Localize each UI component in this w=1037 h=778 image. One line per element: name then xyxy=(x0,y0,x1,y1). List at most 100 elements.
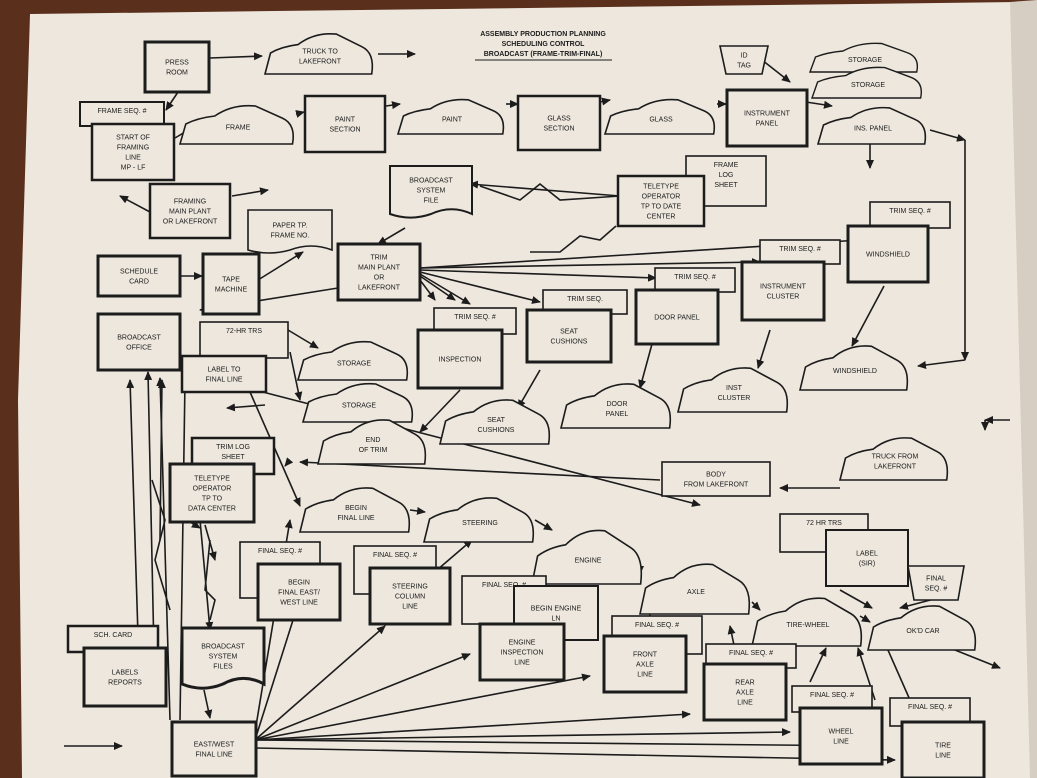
box-outline xyxy=(740,260,826,322)
flow-arrow xyxy=(419,389,461,433)
node-windshield-car: WINDSHIELD xyxy=(798,345,909,391)
node-label: BEGIN xyxy=(345,505,367,512)
flow-arrow xyxy=(419,273,471,305)
node-label: END xyxy=(366,437,381,444)
node-label: LINE xyxy=(637,672,653,679)
node-label: TP TO xyxy=(202,496,223,503)
node-label: GLASS xyxy=(649,116,673,123)
node-label: OR xyxy=(374,275,385,282)
node-label-sir: LABEL(SIR) xyxy=(825,529,909,587)
node-teletype-bottom: TELETYPE OPERATOR TP TO DATA CENTER xyxy=(168,462,256,524)
car-outline xyxy=(422,497,535,543)
transmission-line xyxy=(151,479,171,611)
node-label: DATA CENTER xyxy=(188,506,236,513)
node-label: TRIM LOG xyxy=(216,444,250,451)
node-label: MAIN PLANT xyxy=(358,265,401,272)
node-label: TRIM xyxy=(370,255,387,262)
flow-arrow xyxy=(254,673,591,741)
node-label: CUSHIONS xyxy=(478,427,515,434)
flow-arrow xyxy=(209,52,263,61)
node-label: STORAGE xyxy=(342,403,376,410)
doc-outline xyxy=(180,626,266,690)
flow-arrow xyxy=(119,195,151,213)
flow-arrow xyxy=(419,275,456,301)
car-outline xyxy=(808,42,919,73)
transmission-line xyxy=(530,225,617,253)
node-label: LAKEFRONT xyxy=(358,285,401,292)
box-outline xyxy=(869,201,951,229)
flow-arrow xyxy=(851,285,885,347)
flow-arrow xyxy=(469,180,621,197)
title-line-2: SCHEDULING CONTROL xyxy=(502,41,586,48)
node-engine-car: ENGINE xyxy=(531,529,643,585)
node-label: LINE xyxy=(125,155,141,162)
node-label: BEGIN xyxy=(288,580,310,587)
node-label: TAPE xyxy=(222,277,240,284)
node-label: REAR xyxy=(735,680,754,687)
flow-arrow xyxy=(254,739,881,750)
node-label: STORAGE xyxy=(337,361,371,368)
flow-arrow xyxy=(409,506,426,515)
flow-arrow xyxy=(385,101,401,110)
node-label: LAKEFRONT xyxy=(299,59,342,66)
node-label: TRIM SEQ. # xyxy=(674,274,716,281)
node-label: FINAL LINE xyxy=(195,752,232,759)
car-outline xyxy=(316,419,427,465)
node-label: STEERING xyxy=(392,584,428,591)
box-outline xyxy=(303,94,387,154)
box-outline xyxy=(336,242,422,302)
node-label: PAINT xyxy=(442,116,463,123)
node-label: WINDSHIELD xyxy=(833,368,877,375)
node-label: ID xyxy=(741,53,748,60)
node-label: FINAL EAST/ xyxy=(278,590,320,597)
flow-arrow xyxy=(254,728,791,741)
box-outline xyxy=(602,634,688,694)
node-label: 72-HR TRS xyxy=(226,328,262,335)
node-door-panel-box: DOOR PANEL xyxy=(634,288,720,346)
flow-arrow xyxy=(377,227,406,245)
transmission-line xyxy=(204,539,216,621)
node-label: MAIN PLANT xyxy=(169,209,212,216)
node-label: CARD xyxy=(129,279,149,286)
node-label: PANEL xyxy=(606,411,629,418)
node-label: OPERATOR xyxy=(193,486,232,493)
box-outline xyxy=(168,462,256,524)
car-outline xyxy=(676,367,789,413)
box-outline xyxy=(199,321,289,359)
node-label: SECTION xyxy=(329,127,360,134)
flow-arrow xyxy=(534,519,553,531)
node-label: WINDSHIELD xyxy=(866,252,910,259)
flow-arrow xyxy=(419,269,657,282)
node-tire-wheel-car: TIRE-WHEEL xyxy=(751,597,863,647)
node-label: SEQ. # xyxy=(925,586,948,593)
node-label: FROM LAKEFRONT xyxy=(684,482,749,489)
flow-arrow xyxy=(257,251,304,281)
flow-arrow xyxy=(761,59,791,83)
node-label: PAINT xyxy=(335,117,356,124)
node-label: TELETYPE xyxy=(194,476,230,483)
flow-arrow xyxy=(638,343,653,389)
node-label: FRAME xyxy=(226,125,251,132)
box-outline xyxy=(416,328,504,390)
car-outline xyxy=(531,529,643,585)
flow-arrow xyxy=(839,589,873,609)
box-outline xyxy=(702,662,788,722)
box-outline xyxy=(96,312,182,372)
box-outline xyxy=(725,88,809,148)
flow-arrow xyxy=(287,329,319,349)
node-ins-panel-car: INS. PANEL xyxy=(816,106,927,145)
box-outline xyxy=(516,94,602,152)
node-label: BROADCAST xyxy=(201,644,245,651)
node-label: SECTION xyxy=(543,126,574,133)
node-label: LINE xyxy=(833,739,849,746)
